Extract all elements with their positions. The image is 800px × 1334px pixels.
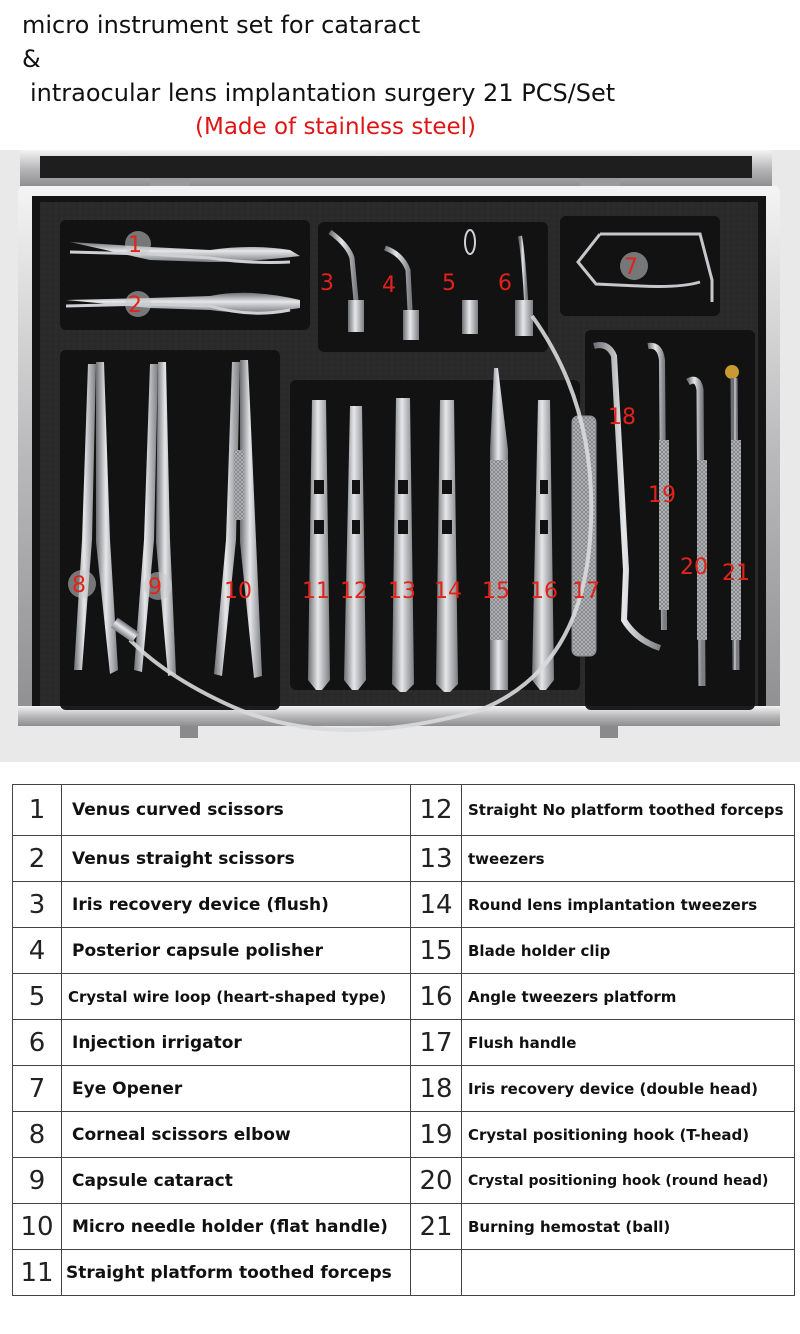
irrigation-tube [128,314,594,732]
item-number: 1 [12,784,62,836]
item-number: 2 [12,835,62,882]
table-row: 5 Crystal wire loop (heart-shaped type) … [12,973,795,1020]
forceps-illustration [308,368,554,692]
marker-10: 10 [224,579,252,604]
marker-2: 2 [128,293,142,318]
material-note: (Made of stainless steel) [195,114,476,140]
marker-14: 14 [434,579,462,604]
marker-18: 18 [608,405,636,430]
table-row: 10 Micro needle holder (flat handle) 21 … [12,1203,795,1250]
item-number: 9 [12,1157,62,1204]
item-label: Injection irrigator [61,1019,411,1066]
item-label: Crystal positioning hook (T-head) [461,1111,795,1158]
table-row: 8 Corneal scissors elbow 19 Crystal posi… [12,1111,795,1158]
item-label: Round lens implantation tweezers [461,881,795,928]
item-number: 20 [410,1157,462,1204]
item-number: 10 [12,1203,62,1250]
item-number: 3 [12,881,62,928]
marker-16: 16 [530,579,558,604]
item-number: 6 [12,1019,62,1066]
table-row: 1 Venus curved scissors 12 Straight No p… [12,784,795,836]
table-row: 6 Injection irrigator 17 Flush handle [12,1019,795,1066]
empty-cell [461,1249,795,1296]
table-row: 9 Capsule cataract 20 Crystal positionin… [12,1157,795,1204]
item-number: 17 [410,1019,462,1066]
marker-12: 12 [340,579,368,604]
item-label: Blade holder clip [461,927,795,974]
item-label: tweezers [461,835,795,882]
item-number: 8 [12,1111,62,1158]
item-number: 19 [410,1111,462,1158]
table-row: 2 Venus straight scissors 13 tweezers [12,835,795,882]
item-number: 15 [410,927,462,974]
marker-5: 5 [442,271,456,296]
marker-1: 1 [128,233,142,258]
title-line-1: micro instrument set for cataract [22,11,421,39]
table-row: 3 Iris recovery device (flush) 14 Round … [12,881,795,928]
item-label: Straight No platform toothed forceps [461,784,795,836]
item-number: 11 [12,1249,62,1296]
item-number: 13 [410,835,462,882]
marker-6: 6 [498,271,512,296]
item-label: Eye Opener [61,1065,411,1112]
item-label: Burning hemostat (ball) [461,1203,795,1250]
item-label: Venus straight scissors [61,835,411,882]
item-number: 16 [410,973,462,1020]
case-lid-foam [40,156,752,178]
marker-13: 13 [388,579,416,604]
item-number: 7 [12,1065,62,1112]
eye-opener-illustration [576,232,714,302]
marker-3: 3 [320,271,334,296]
item-number: 5 [12,973,62,1020]
item-label: Posterior capsule polisher [61,927,411,974]
marker-4: 4 [382,273,396,298]
marker-9: 9 [148,575,162,600]
straight-scissors-illustration [65,292,300,315]
item-label: Corneal scissors elbow [61,1111,411,1158]
item-number: 18 [410,1065,462,1112]
small-tips-illustration [328,229,533,340]
item-label: Flush handle [461,1019,795,1066]
marker-20: 20 [680,555,708,580]
instrument-case-illustration: 1 2 3 4 5 6 7 8 9 10 11 12 13 14 15 16 1… [18,150,780,738]
marker-8: 8 [72,573,86,598]
title-ampersand: & [22,45,41,73]
item-number: 12 [410,784,462,836]
flush-handle-illustration [571,415,597,657]
table-row: 11 Straight platform toothed forceps [12,1249,795,1296]
item-label: Micro needle holder (flat handle) [61,1203,411,1250]
number-markers: 1 2 3 4 5 6 7 8 9 10 11 12 13 14 15 16 1… [68,231,750,604]
product-photo: 1 2 3 4 5 6 7 8 9 10 11 12 13 14 15 16 1… [0,150,800,762]
table-row: 7 Eye Opener 18 Iris recovery device (do… [12,1065,795,1112]
item-label: Straight platform toothed forceps [61,1249,411,1296]
item-number: 4 [12,927,62,974]
marker-7: 7 [624,255,638,280]
table-row: 4 Posterior capsule polisher 15 Blade ho… [12,927,795,974]
title-line-3: intraocular lens implantation surgery 21… [30,79,616,107]
marker-19: 19 [648,483,676,508]
item-number: 14 [410,881,462,928]
item-label: Angle tweezers platform [461,973,795,1020]
marker-11: 11 [302,579,330,604]
marker-15: 15 [482,579,510,604]
item-label: Crystal positioning hook (round head) [461,1157,795,1204]
instrument-legend-table: 1 Venus curved scissors 12 Straight No p… [12,784,795,1296]
item-label: Crystal wire loop (heart-shaped type) [61,973,411,1020]
empty-cell [410,1249,462,1296]
item-number: 21 [410,1203,462,1250]
item-label: Capsule cataract [61,1157,411,1204]
item-label: Iris recovery device (double head) [461,1065,795,1112]
item-label: Venus curved scissors [61,784,411,836]
marker-17: 17 [572,579,600,604]
hooks-illustration [593,342,741,687]
item-label: Iris recovery device (flush) [61,881,411,928]
marker-21: 21 [722,561,750,586]
